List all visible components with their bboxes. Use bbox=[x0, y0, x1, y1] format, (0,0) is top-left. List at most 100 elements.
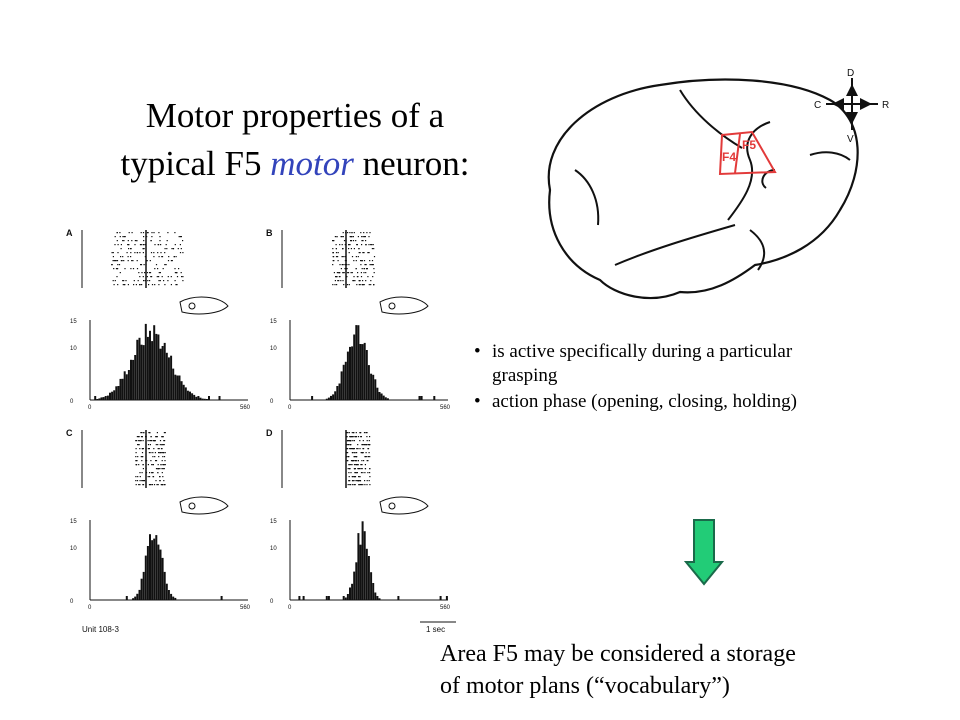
spike-mark bbox=[342, 236, 344, 238]
title-line-2: typical F5 motor neuron: bbox=[60, 140, 530, 188]
spike-mark bbox=[361, 268, 363, 270]
spike-mark bbox=[350, 472, 352, 474]
spike-mark bbox=[342, 264, 344, 266]
spike-mark bbox=[347, 468, 349, 470]
spike-mark bbox=[337, 252, 339, 254]
spike-mark bbox=[114, 236, 116, 238]
spike-mark bbox=[171, 260, 173, 262]
spike-mark bbox=[349, 484, 351, 486]
spike-mark bbox=[348, 248, 350, 250]
spike-mark bbox=[158, 284, 160, 286]
spike-mark bbox=[370, 244, 372, 246]
spike-mark bbox=[147, 476, 149, 478]
spike-mark bbox=[156, 484, 158, 486]
spike-mark bbox=[350, 248, 352, 250]
spike-mark bbox=[138, 464, 140, 466]
spike-mark bbox=[369, 484, 371, 486]
histogram-y-tick-label: 15 bbox=[70, 519, 77, 525]
spike-mark bbox=[130, 268, 132, 270]
spike-mark bbox=[127, 244, 129, 246]
histogram-y-tick-label: 10 bbox=[70, 346, 77, 352]
spike-mark bbox=[141, 456, 143, 458]
spike-mark bbox=[175, 272, 177, 274]
spike-mark bbox=[145, 448, 147, 450]
spike-mark bbox=[350, 272, 352, 274]
histogram-bar bbox=[172, 596, 175, 600]
spike-mark bbox=[350, 484, 352, 486]
spike-mark bbox=[128, 244, 130, 246]
panel-letter: B bbox=[266, 228, 273, 238]
spike-mark bbox=[131, 260, 133, 262]
spike-mark bbox=[158, 456, 160, 458]
spike-mark bbox=[140, 244, 142, 246]
spike-mark bbox=[147, 464, 149, 466]
spike-mark bbox=[365, 264, 367, 266]
spike-mark bbox=[156, 436, 158, 438]
histogram-bar bbox=[125, 374, 128, 400]
spike-mark bbox=[157, 468, 159, 470]
spike-mark bbox=[355, 240, 357, 242]
hand-sketch-icon bbox=[379, 496, 429, 515]
spike-mark bbox=[131, 240, 133, 242]
spike-mark bbox=[161, 444, 163, 446]
spike-mark bbox=[359, 484, 362, 486]
spike-mark bbox=[333, 260, 335, 262]
histogram-bar bbox=[96, 399, 99, 400]
spike-mark bbox=[140, 264, 143, 266]
spike-mark bbox=[342, 280, 344, 282]
spike-mark bbox=[159, 440, 162, 442]
histogram-bar bbox=[378, 392, 381, 400]
spike-mark bbox=[349, 436, 351, 438]
histogram-bar bbox=[104, 396, 107, 400]
spike-mark bbox=[346, 448, 348, 450]
histogram-x-tick-label: 0 bbox=[288, 605, 292, 611]
spike-mark bbox=[351, 272, 353, 274]
spike-mark bbox=[143, 480, 146, 482]
spike-mark bbox=[349, 448, 351, 450]
histogram-y-tick-label: 10 bbox=[270, 546, 277, 552]
spike-mark bbox=[134, 240, 136, 242]
spike-mark bbox=[135, 464, 137, 466]
spike-mark bbox=[345, 268, 347, 270]
spike-mark bbox=[175, 256, 177, 258]
spike-mark bbox=[153, 232, 155, 234]
spike-mark bbox=[359, 432, 361, 434]
spike-mark bbox=[170, 276, 172, 278]
spike-mark bbox=[348, 252, 350, 254]
spike-mark bbox=[335, 276, 337, 278]
spike-mark bbox=[144, 244, 147, 246]
histogram-bar bbox=[167, 590, 170, 600]
spike-mark bbox=[359, 448, 361, 450]
spike-mark bbox=[346, 432, 348, 434]
spike-mark bbox=[164, 460, 166, 462]
spike-mark bbox=[131, 232, 133, 234]
spike-mark bbox=[362, 472, 364, 474]
spike-mark bbox=[357, 480, 359, 482]
spike-mark bbox=[158, 452, 160, 454]
spike-mark bbox=[340, 280, 342, 282]
spike-mark bbox=[141, 284, 143, 286]
spike-mark bbox=[146, 232, 149, 234]
histogram-bar bbox=[420, 396, 423, 400]
spike-mark bbox=[122, 236, 124, 238]
spike-mark bbox=[160, 448, 163, 450]
spike-mark bbox=[360, 264, 362, 266]
histogram-bar bbox=[361, 344, 364, 400]
title-emphasis-motor: motor bbox=[270, 144, 354, 183]
spike-mark bbox=[371, 244, 373, 246]
histogram-bar bbox=[340, 371, 343, 400]
spike-mark bbox=[140, 232, 142, 234]
spike-mark bbox=[136, 460, 138, 462]
spike-mark bbox=[362, 280, 364, 282]
conclusion-line-2: of motor plans (“vocabulary”) bbox=[440, 673, 730, 699]
spike-mark bbox=[153, 256, 155, 258]
spike-mark bbox=[365, 244, 367, 246]
spike-mark bbox=[356, 472, 358, 474]
spike-mark bbox=[341, 244, 343, 246]
spike-mark bbox=[160, 464, 162, 466]
spike-mark bbox=[342, 256, 344, 258]
spike-mark bbox=[352, 240, 355, 242]
spike-mark bbox=[341, 256, 343, 258]
spike-mark bbox=[160, 484, 162, 486]
